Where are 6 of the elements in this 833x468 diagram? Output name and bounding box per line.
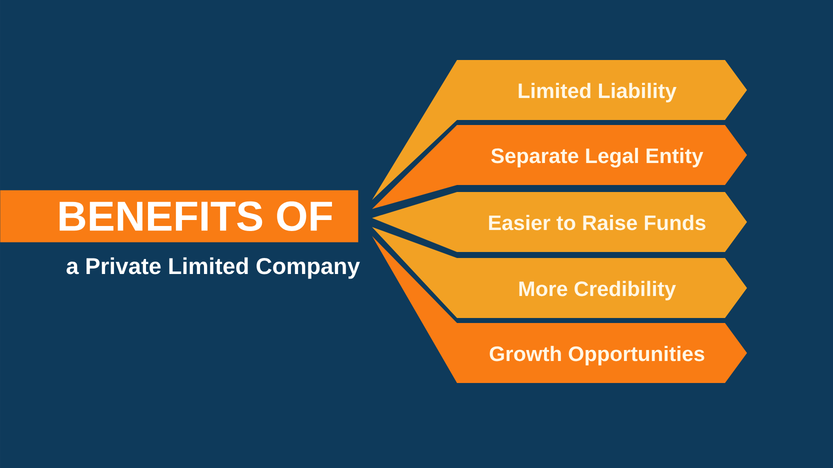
- arrow-band: Separate Legal Entity: [372, 125, 747, 209]
- node-label: Limited Liability: [518, 82, 677, 102]
- arrow-band: Easier to Raise Funds: [372, 192, 747, 252]
- banner: BENEFITS OF: [0, 190, 358, 242]
- subtitle: a Private Limited Company: [66, 257, 360, 279]
- node-label: More Credibility: [519, 280, 676, 300]
